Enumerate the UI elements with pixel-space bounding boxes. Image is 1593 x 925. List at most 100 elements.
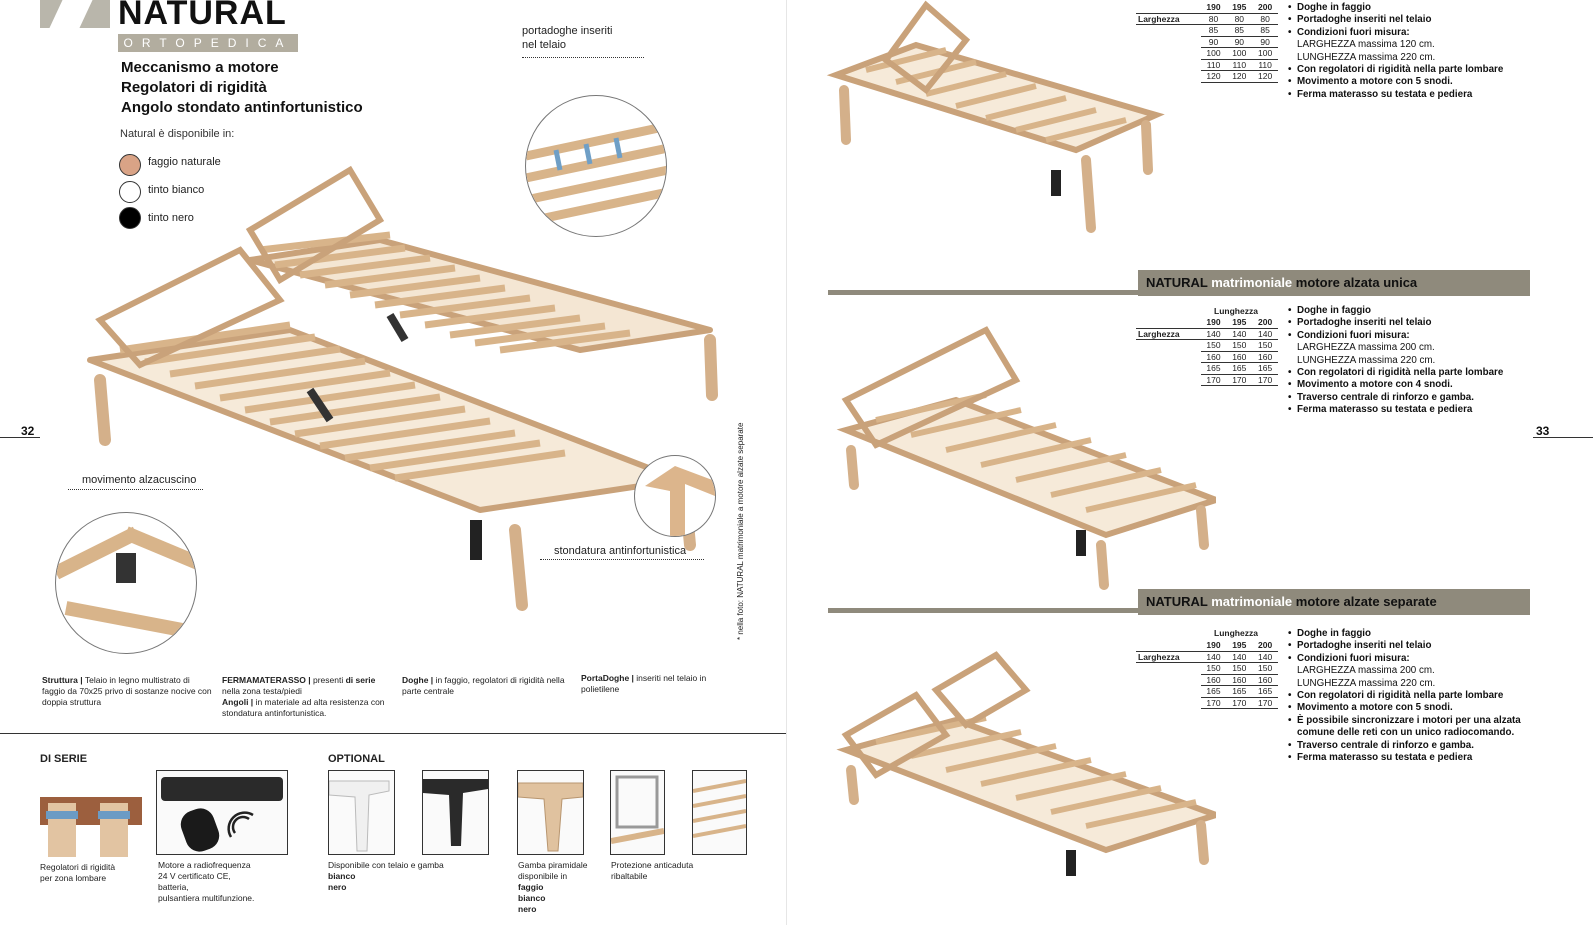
swatch-white — [119, 181, 141, 203]
product3-length-label: Lunghezza — [1214, 628, 1258, 638]
swatch-black — [119, 207, 141, 229]
spec-item: LUNGHEZZA massima 220 cm. — [1297, 354, 1436, 366]
spec-item: Con regolatori di rigidità nella parte l… — [1288, 690, 1538, 703]
spec-item: LARGHEZZA massima 200 cm. — [1297, 342, 1435, 354]
detail-circle-alzacuscino — [55, 512, 197, 654]
spec-item: LUNGHEZZA massima 220 cm. — [1297, 677, 1436, 689]
spec-item: Ferma materasso su testata e pediera — [1288, 752, 1538, 765]
page-number-line-right — [1533, 437, 1593, 438]
optional-pyramid-leg-image — [517, 770, 584, 855]
optional-title: OPTIONAL — [328, 753, 385, 765]
description-fermamaterasso: FERMAMATERASSO | presenti di serie nella… — [222, 675, 385, 718]
availability-title: Natural è disponibile in: — [120, 128, 235, 140]
feature-rounded-corner: Angolo stondato antinfortunistico — [121, 99, 363, 116]
brand-subtitle: ORTOPEDICA — [118, 34, 298, 52]
spec-item: Ferma materasso su testata e pediera — [1288, 89, 1538, 102]
spec-item: LARGHEZZA massima 120 cm. — [1297, 39, 1435, 51]
spec-item: Condizioni fuori misura: — [1288, 330, 1538, 343]
page-spine — [786, 0, 787, 925]
spec-item: È possibile sincronizzare i motori per u… — [1288, 715, 1538, 740]
left-page: NATURAL ORTOPEDICA Meccanismo a motore R… — [0, 0, 786, 925]
photo-note: * nella foto: NATURAL matrimoniale a mot… — [736, 422, 745, 640]
product3-specs: Doghe in faggio Portadoghe inseriti nel … — [1288, 628, 1538, 765]
description-doghe: Doghe | in faggio, regolatori di rigidit… — [402, 675, 565, 696]
di-serie-title: DI SERIE — [40, 753, 88, 765]
feature-motor: Meccanismo a motore — [121, 59, 279, 76]
product2-title: NATURAL matrimoniale motore alzata unica — [1138, 270, 1530, 296]
page-number-line-left — [0, 437, 40, 438]
double-bed-single-lift-illustration — [836, 326, 1216, 590]
detail-circle-portadoghe — [525, 95, 667, 237]
single-bed-illustration — [826, 0, 1165, 233]
description-struttura: Struttura | Telaio in legno multistrato … — [42, 675, 212, 707]
page-number-left: 32 — [21, 424, 35, 438]
detail-circle-stondatura — [634, 455, 716, 537]
spec-item: Portadoghe inseriti nel telaio — [1288, 317, 1538, 330]
swatch-label-white: tinto bianco — [148, 184, 205, 196]
spec-item: Traverso centrale di rinforzo e gamba. — [1288, 392, 1538, 405]
page-number-right: 33 — [1536, 424, 1550, 438]
callout-alzacuscino: movimento alzacuscino — [82, 474, 197, 486]
spec-item: Con regolatori di rigidità nella parte l… — [1288, 367, 1538, 380]
product1-specs: Doghe in faggio Portadoghe inseriti nel … — [1288, 2, 1538, 102]
callout-portadoghe-line1: portadoghe inseriti — [522, 25, 613, 37]
description-portadoghe: PortaDoghe | inseriti nel telaio in poli… — [581, 673, 707, 694]
spec-item: Movimento a motore con 5 snodi. — [1288, 702, 1538, 715]
spec-item: Portadoghe inseriti nel telaio — [1288, 14, 1538, 27]
product3-title: NATURAL matrimoniale motore alzate separ… — [1138, 589, 1530, 615]
spec-item: Movimento a motore con 5 snodi. — [1288, 76, 1538, 89]
spec-item: Condizioni fuori misura: — [1288, 27, 1538, 40]
callout-stondatura: stondatura antinfortunistica — [554, 545, 687, 557]
product2-length-label: Lunghezza — [1214, 306, 1258, 316]
spec-item: LARGHEZZA massima 200 cm. — [1297, 665, 1435, 677]
spec-item: LUNGHEZZA massima 220 cm. — [1297, 51, 1436, 63]
callout-stondatura-leader — [540, 559, 704, 560]
spec-item: Condizioni fuori misura: — [1288, 653, 1538, 666]
feature-rigidity: Regolatori di rigidità — [121, 79, 267, 96]
brand-name: NATURAL — [118, 0, 287, 32]
spec-item: Ferma materasso su testata e pediera — [1288, 404, 1538, 417]
callout-portadoghe-leader — [522, 57, 644, 58]
di-serie-motor-image — [156, 770, 288, 855]
spec-item: Movimento a motore con 4 snodi. — [1288, 379, 1538, 392]
spec-item: Con regolatori di rigidità nella parte l… — [1288, 64, 1538, 77]
spec-item: Doghe in faggio — [1288, 2, 1538, 15]
optional-white-leg-image — [328, 770, 395, 855]
double-bed-separate-lift-illustration — [836, 651, 1216, 876]
section-divider — [0, 733, 786, 734]
di-serie-rigidity-image — [40, 797, 142, 857]
swatch-natural-beech — [119, 154, 141, 176]
spec-item: Doghe in faggio — [1288, 628, 1538, 641]
optional-black-leg-image — [422, 770, 489, 855]
spec-item: Traverso centrale di rinforzo e gamba. — [1288, 740, 1538, 753]
callout-alzacuscino-leader — [68, 489, 203, 490]
product3-band-line — [828, 608, 1138, 613]
swatch-label-natural-beech: faggio naturale — [148, 156, 221, 168]
callout-portadoghe-line2: nel telaio — [522, 39, 567, 51]
optional-guard-detail-image — [692, 770, 747, 855]
